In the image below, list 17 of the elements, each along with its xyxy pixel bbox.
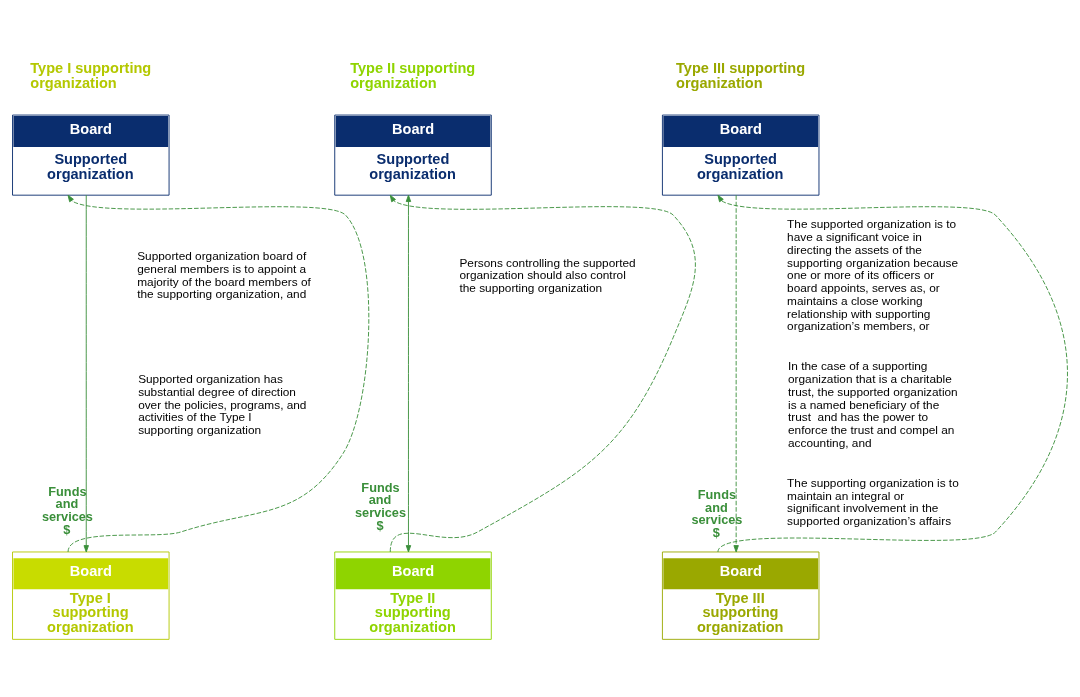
arrow <box>405 194 412 552</box>
arrow <box>83 194 89 552</box>
label: Supported organization board of general members is to appoint a majority of the board members of the supporting organization, and <box>137 248 311 301</box>
label: Type III supporting organization <box>676 59 806 91</box>
label: Type II supporting organization <box>350 59 476 91</box>
edge-label: Funds and services $ <box>355 479 406 533</box>
edge-label: Funds and services $ <box>691 486 743 540</box>
label: The supported organization is to have a significant voice in directing the assets of the supporting organization because one or more of its officers or board appoints, serves as, or maintains a close working relationship with supporting organization’s members, or <box>787 216 959 333</box>
arrow <box>389 194 696 552</box>
label: Persons controlling the supported organization should also control the supporting organization <box>459 255 636 295</box>
arrow <box>67 194 370 552</box>
label: The supporting organization is to maintain an integral or significant involvement in the supported organization’s affairs <box>787 475 959 528</box>
label: Supported organization has substantial degree of direction over the policies, programs, and activities of the Type I supporting organization <box>138 371 307 437</box>
arrow <box>733 194 739 552</box>
label: In the case of a supporting organization that is a charitable trust, the supported organization is a named beneficiary of the trust and has the power to enforce the trust and compel an accounting, and <box>788 358 958 450</box>
label: Type I supporting organization <box>30 59 152 91</box>
arrow <box>717 194 1068 552</box>
